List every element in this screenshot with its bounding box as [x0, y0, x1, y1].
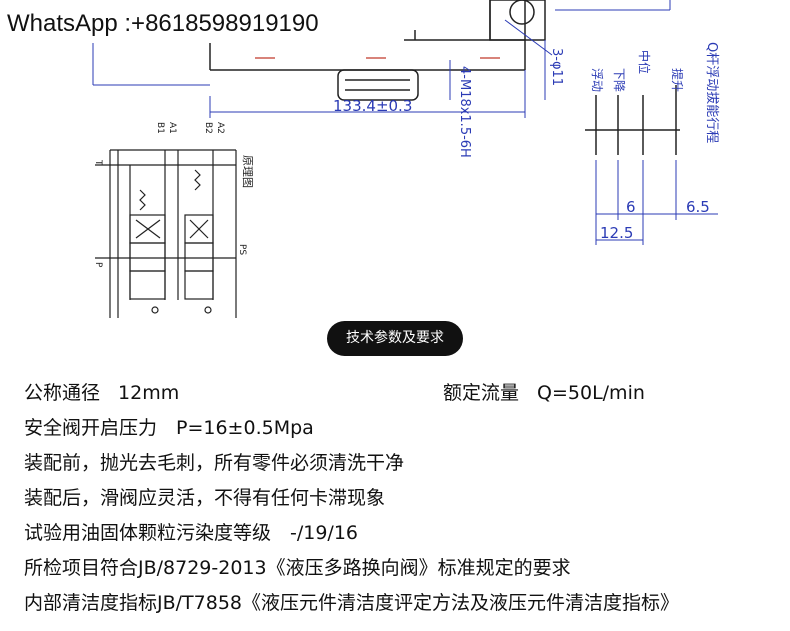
pos-lift-label: 提升: [670, 68, 685, 92]
nominal-label: 公称通径: [24, 382, 101, 404]
spec-oil-cleanliness: 试验用油固体颗粒污染度等级 -/19/16: [24, 522, 359, 544]
float-stroke-title: Q杆浮动拔能行程: [704, 42, 719, 143]
flow-label: 额定流量: [443, 382, 520, 404]
hole-spec-text: 3-φ11: [549, 48, 564, 86]
drawing-svg: 133.4±0.3 4-M18x1.5-6H 3-φ11 Q杆浮动拔能行程 提升…: [92, 0, 719, 318]
port-t-label: T: [93, 159, 103, 166]
whatsapp-watermark: WhatsApp :+8618598919190: [0, 5, 404, 43]
stroke-ticks: [585, 85, 680, 155]
port-a1-label: A1: [167, 122, 177, 134]
nominal-value: 12mm: [118, 382, 180, 404]
spec-flow: 额定流量 Q=50L/min: [443, 378, 645, 405]
dim-12-5-text: 12.5: [600, 224, 633, 242]
schematic-title: 原理图: [241, 155, 254, 188]
section-badge: 技术参数及要求: [327, 321, 463, 356]
spec-nominal: 公称通径 12mm: [24, 378, 179, 405]
pos-lower-label: 下降: [612, 68, 626, 92]
port-b1-label: B1: [155, 122, 165, 134]
dim-length-text: 133.4±0.3: [333, 97, 412, 115]
spec-relief-pressure: 安全阀开启压力 P=16±0.5Mpa: [24, 417, 314, 439]
pos-float-label: 浮动: [590, 68, 604, 92]
thread-spec-text: 4-M18x1.5-6H: [457, 66, 472, 158]
dim-6-5-text: 6.5: [686, 198, 710, 216]
spec-before-assembly: 装配前，抛光去毛刺，所有零件必须清洗干净: [24, 452, 405, 474]
port-b2-label: B2: [203, 122, 213, 134]
spec-after-assembly: 装配后，滑阀应灵活，不得有任何卡滞现象: [24, 487, 386, 509]
port-p-label: P: [93, 262, 103, 268]
port-a2-label: A2: [215, 122, 225, 134]
flow-value: Q=50L/min: [537, 382, 645, 404]
technical-drawing: 133.4±0.3 4-M18x1.5-6H 3-φ11 Q杆浮动拔能行程 提升…: [92, 0, 719, 318]
pos-center-label: 中位: [637, 50, 652, 74]
spec-standard: 所检项目符合JB/8729-2013《液压多路换向阀》标准规定的要求: [24, 557, 571, 579]
dim-6-text: 6: [626, 198, 636, 216]
port-ps-label: PS: [237, 244, 247, 255]
hydraulic-schematic: [95, 149, 237, 318]
spec-internal-cleanliness: 内部清洁度指标JB/T7858《液压元件清洁度评定方法及液压元件清洁度指标》: [24, 592, 680, 614]
dimension-lines: [92, 0, 718, 245]
